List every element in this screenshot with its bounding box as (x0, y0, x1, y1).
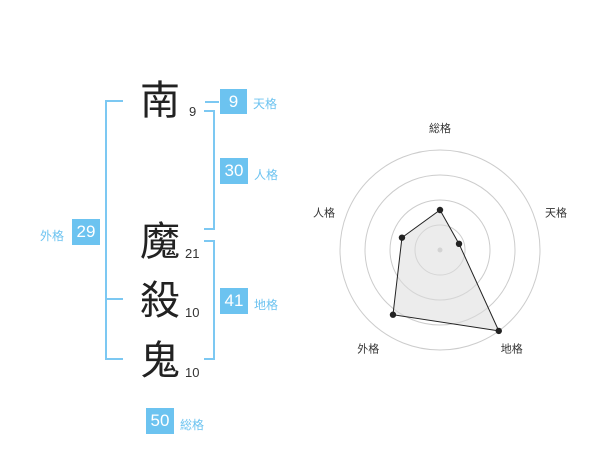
stroke-count: 9 (189, 104, 197, 119)
radar-series-polygon (392, 209, 500, 332)
bracket-tenkaku-tick (205, 101, 219, 103)
soukaku-label: 総格 (180, 418, 205, 432)
stroke-count: 21 (185, 246, 200, 261)
bracket-gaikaku-top (105, 100, 123, 102)
name-character: 南 (140, 78, 180, 124)
jinkaku-label: 人格 (254, 168, 279, 182)
bracket-chikaku-top (204, 240, 215, 242)
bracket-jinkaku-bottom (204, 228, 215, 230)
bracket-chikaku-bottom (204, 358, 215, 360)
soukaku-value-box: 50 (146, 408, 174, 434)
radar-data-point (455, 240, 463, 248)
bracket-jinkaku-top (204, 110, 215, 112)
bracket-gaikaku-vertical (105, 100, 107, 360)
tenkaku-value-box: 9 (220, 89, 247, 114)
bracket-chikaku-vertical (213, 240, 215, 360)
radar-axis-label: 人格 (313, 205, 335, 219)
radar-axis-label: 地格 (501, 342, 523, 356)
radar-data-point (398, 234, 406, 241)
chikaku-value-box: 41 (220, 288, 248, 314)
bracket-gaikaku-bottom (105, 358, 123, 360)
radar-axis-label: 外格 (357, 342, 379, 356)
radar-data-point (436, 206, 444, 214)
radar-grid-ring (364, 174, 516, 326)
jinkaku-value-box: 30 (220, 158, 248, 184)
radar-data-point (495, 327, 502, 335)
radar-data-point (389, 311, 397, 318)
stroke-count: 10 (185, 305, 200, 320)
name-character: 魔 (140, 219, 180, 265)
radar-axis-label: 総格 (429, 121, 451, 135)
tenkaku-label: 天格 (253, 97, 278, 111)
radar-axis-label: 天格 (545, 205, 567, 219)
chikaku-label: 地格 (254, 298, 279, 312)
radar-grid-ring (339, 149, 541, 351)
name-character: 殺 (140, 278, 180, 324)
gaikaku-label: 外格 (40, 229, 65, 243)
stroke-count: 10 (185, 365, 200, 380)
gaikaku-value-box: 29 (72, 219, 100, 245)
bracket-jinkaku-vertical (213, 110, 215, 230)
bracket-gaikaku-mid (105, 298, 123, 300)
name-character: 鬼 (140, 338, 180, 384)
